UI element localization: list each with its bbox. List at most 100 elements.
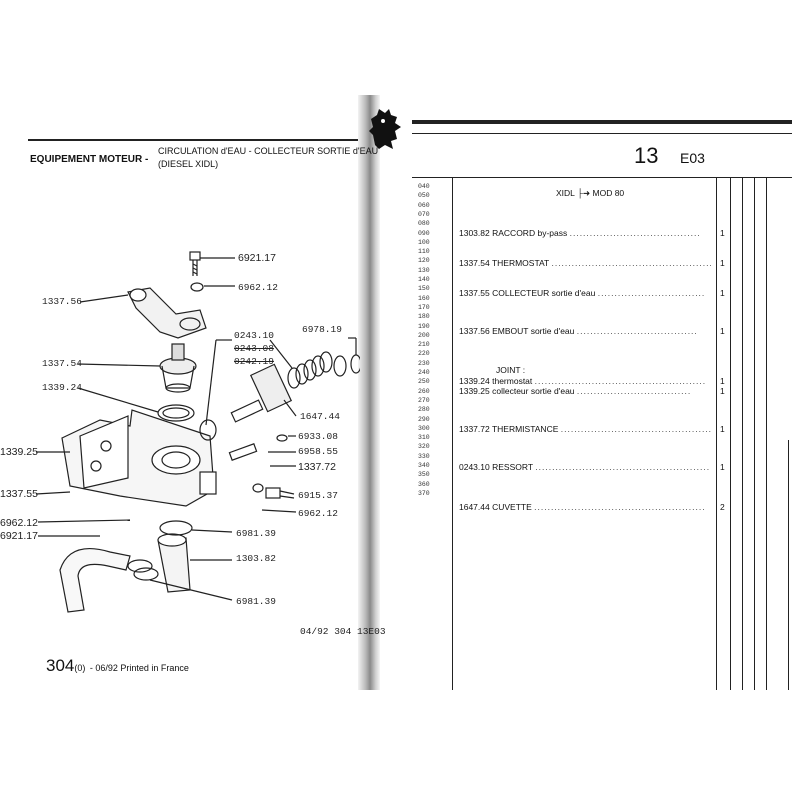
top-rule-left	[28, 139, 358, 141]
part-qty: 1	[720, 376, 725, 386]
part-code: 1339.24	[459, 376, 490, 386]
arrow-right-icon: ├➜	[576, 188, 591, 198]
peugeot-lion-logo	[365, 105, 405, 151]
ref-number: 290	[418, 415, 430, 423]
ref-number: 200	[418, 331, 430, 339]
ref-number: 280	[418, 406, 430, 414]
part-name: JOINT :	[496, 365, 526, 375]
ref-number: 140	[418, 276, 430, 283]
dot-leader: ........................................…	[576, 326, 697, 336]
ref-number: 220	[418, 350, 430, 358]
ref-number: 240	[418, 369, 430, 376]
ref-number: 090	[418, 229, 430, 237]
part-name: RESSORT	[492, 462, 533, 472]
table-row: 1647.44 CUVETTE ........................…	[459, 502, 706, 512]
part-detail: sortie d'eau	[530, 326, 575, 336]
part-qty: 1	[720, 326, 725, 336]
table-row: 1337.54 THERMOSTAT .....................…	[459, 258, 711, 268]
ref-number: 210	[418, 341, 430, 349]
ref-number: 360	[418, 480, 430, 488]
part-qty: 1	[720, 424, 725, 434]
dot-leader: ........................................…	[535, 462, 711, 472]
bolt-icon	[265, 487, 295, 499]
ref-number: 040	[418, 183, 430, 190]
part-callout: 0243.10	[234, 330, 274, 341]
ref-number: 070	[418, 210, 430, 218]
model-from: XIDL	[556, 188, 575, 198]
table-row: 1337.72 THERMISTANCE ...................…	[459, 424, 711, 434]
thermistor-icon	[228, 434, 288, 461]
part-callout: 1337.55	[0, 488, 38, 500]
group-code: E03	[680, 150, 705, 166]
ref-number: 370	[418, 489, 430, 497]
section-title: EQUIPEMENT MOTEUR -	[30, 154, 149, 165]
part-callout: 1339.25	[0, 446, 38, 458]
dot-leader: ........................................…	[534, 376, 705, 386]
seal-ring-icon	[157, 404, 195, 422]
ref-number: 320	[418, 443, 430, 451]
book-spine	[358, 95, 380, 690]
collector-body-icon	[61, 409, 217, 507]
part-qty: 1	[720, 258, 725, 268]
top-rule-right-thin	[412, 133, 792, 134]
ref-number: 050	[418, 192, 430, 200]
ref-number: 170	[418, 303, 430, 311]
part-code: 1303.82	[459, 228, 490, 238]
ref-number: 130	[418, 266, 430, 274]
table-row: 1337.56 EMBOUT sortie d'eau ............…	[459, 326, 697, 336]
part-detail: by-pass	[537, 228, 568, 238]
part-callout: 6958.55	[298, 446, 338, 457]
ref-number: 160	[418, 294, 430, 302]
part-code: 1339.25	[459, 386, 490, 396]
dot-leader: ........................................…	[576, 386, 692, 396]
page-title-line2: (DIESEL XIDL)	[158, 159, 219, 169]
o-ring-icon	[199, 419, 217, 441]
part-callout: 0242.19	[234, 356, 274, 367]
part-callout: 1339.24	[42, 382, 82, 393]
ref-number: 080	[418, 220, 430, 228]
part-detail: thermostat	[492, 376, 533, 386]
top-rule-right	[412, 120, 792, 124]
ref-number: 120	[418, 257, 430, 265]
washer-icon	[190, 282, 204, 292]
diagram-footer-code: 04/92 304 13E03	[300, 626, 386, 637]
part-callout: 6921.17	[0, 530, 38, 542]
part-callout: 6915.37	[298, 490, 338, 501]
group-number: 13	[634, 143, 659, 168]
table-rule	[742, 178, 743, 690]
page-title-line1: CIRCULATION d'EAU - COLLECTEUR SORTIE d'…	[158, 146, 379, 156]
ref-number: 300	[418, 424, 430, 432]
part-detail: sortie d'eau	[551, 288, 596, 298]
table-row: 0243.10 RESSORT ........................…	[459, 462, 710, 472]
part-callout: 6981.39	[236, 528, 276, 539]
part-qty: 1	[720, 228, 725, 238]
ref-number: 100	[418, 238, 430, 246]
dot-leader: ........................................…	[551, 258, 711, 268]
ref-number: 330	[418, 452, 430, 460]
ref-number: 250	[418, 378, 430, 386]
ref-number: 060	[418, 201, 430, 209]
part-callout: 1337.54	[42, 358, 82, 369]
part-callout: 0243.08	[234, 343, 274, 354]
page-number-suffix: (0)	[74, 663, 86, 673]
table-row: 1303.82 RACCORD by-pass ................…	[459, 228, 700, 238]
part-code: 1337.54	[459, 258, 490, 268]
part-code: 1337.56	[459, 326, 490, 336]
model-to: MOD 80	[592, 188, 625, 198]
ref-number: 230	[418, 359, 430, 367]
part-callout: 6981.39	[236, 596, 276, 607]
exploded-parts-diagram	[35, 251, 360, 613]
part-code: 0243.10	[459, 462, 490, 472]
dot-leader: ........................................…	[560, 424, 711, 434]
page-number: 304(0) - 06/92 Printed in France	[46, 656, 189, 676]
table-rule	[412, 177, 792, 178]
part-callout: 1337.72	[298, 461, 336, 473]
table-rule	[754, 178, 755, 690]
part-qty: 2	[720, 502, 725, 512]
ref-number: 190	[418, 322, 430, 330]
pipe-icon	[59, 548, 131, 613]
model-header: XIDL ├➜ MOD 80	[556, 188, 624, 199]
table-row: JOINT :	[496, 365, 525, 375]
part-qty: 1	[720, 386, 725, 396]
dot-leader: ........................................…	[534, 502, 706, 512]
